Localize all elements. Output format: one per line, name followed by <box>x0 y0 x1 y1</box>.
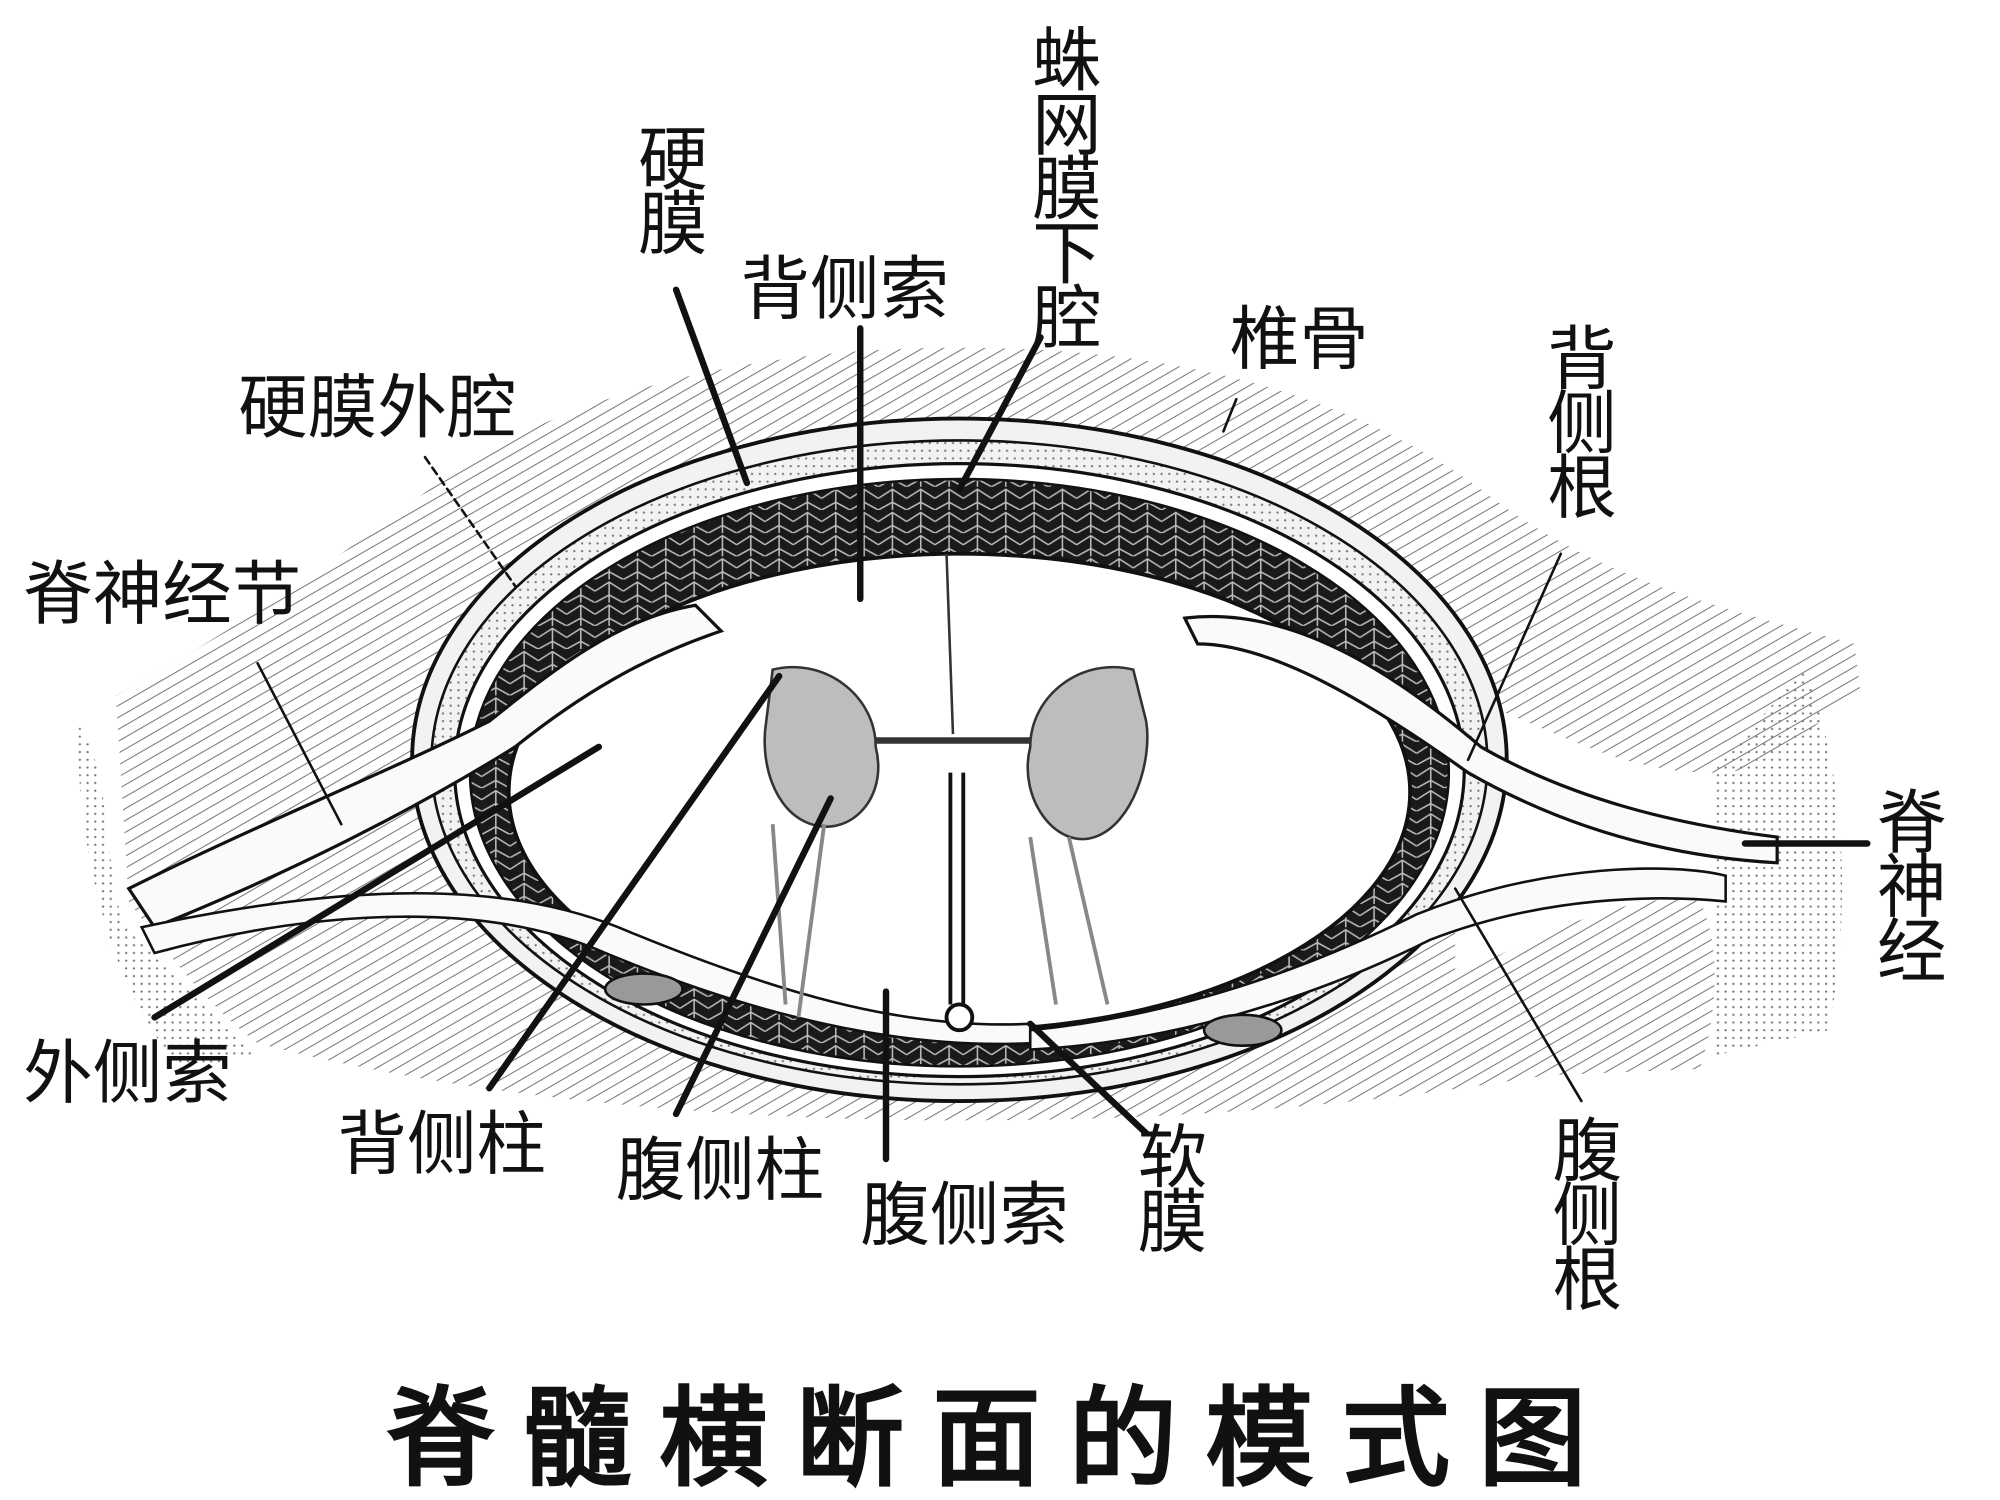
label-lateral-funiculus: 外侧索 <box>23 1032 232 1114</box>
label-epidural-space: 硬膜外腔 <box>238 367 517 449</box>
label-pia: 软膜 <box>1125 1120 1207 1250</box>
central-vessel <box>944 1002 975 1033</box>
label-ventral-funiculus: 腹侧索 <box>860 1174 1069 1256</box>
label-dorsal-funiculus: 背侧索 <box>740 248 950 330</box>
right-nerve <box>1182 614 1779 865</box>
ventral-fissure <box>948 772 966 1005</box>
left-nerve <box>126 603 725 930</box>
leader-lines <box>151 286 1871 1163</box>
label-subarachnoid-space: 蛛网膜下腔 <box>1019 23 1102 346</box>
label-dorsal-root: 背侧根 <box>1535 321 1617 516</box>
label-spinal-ganglion: 脊神经节 <box>23 553 302 635</box>
label-dorsal-column: 背侧柱 <box>337 1103 547 1185</box>
gray-matter-left <box>763 665 880 828</box>
gray-matter-right <box>1026 665 1149 841</box>
label-vertebra: 椎骨 <box>1229 298 1369 380</box>
diagram-title: 脊髓横断面的模式图 <box>386 1374 1615 1500</box>
label-dura: 硬膜 <box>625 122 708 252</box>
label-spinal-nerve: 脊神经 <box>1864 785 1946 979</box>
label-ventral-column: 腹侧柱 <box>615 1129 825 1211</box>
label-ventral-root: 腹侧根 <box>1540 1113 1622 1308</box>
